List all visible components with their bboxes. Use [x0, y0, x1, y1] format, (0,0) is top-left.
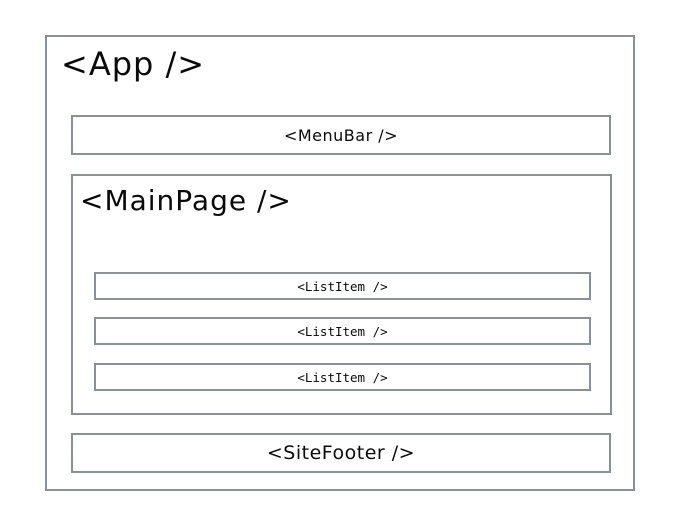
mainpage-component-label: <MainPage />: [80, 184, 292, 217]
listitem-component-box: <ListItem />: [94, 317, 591, 345]
menubar-component-label: <MenuBar />: [283, 125, 399, 145]
app-component-box: <App /> <MenuBar /> <MainPage /> <ListIt…: [45, 35, 635, 491]
sitefooter-component-label: <SiteFooter />: [266, 442, 416, 464]
mainpage-component-box: <MainPage /> <ListItem /> <ListItem /> <…: [71, 174, 612, 415]
listitem-component-box: <ListItem />: [94, 272, 591, 300]
listitem-component-label: <ListItem />: [297, 369, 388, 385]
sitefooter-component-box: <SiteFooter />: [71, 433, 611, 473]
menubar-component-box: <MenuBar />: [71, 115, 611, 155]
listitem-component-box: <ListItem />: [94, 363, 591, 391]
app-component-label: <App />: [61, 45, 206, 83]
listitem-component-label: <ListItem />: [297, 278, 388, 294]
listitem-component-label: <ListItem />: [297, 323, 388, 339]
